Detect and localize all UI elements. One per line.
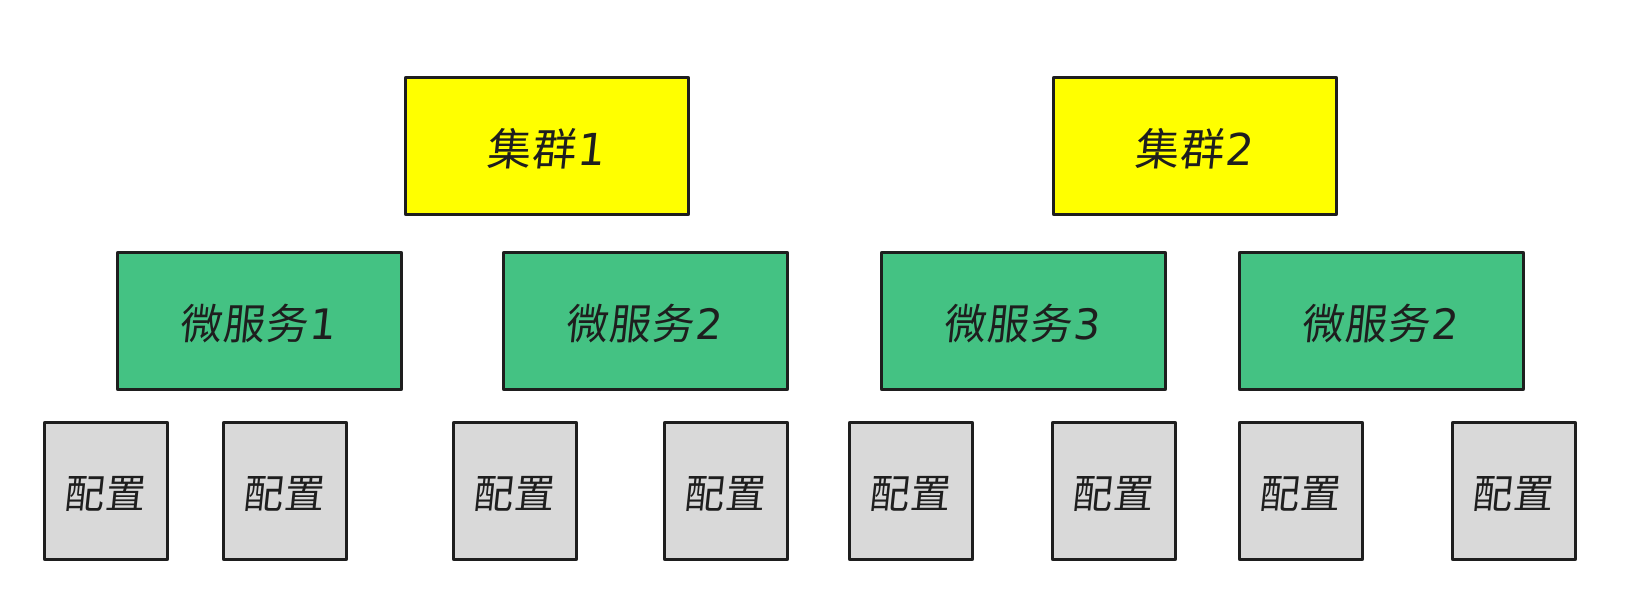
config-node: 配置: [1451, 421, 1577, 561]
service-label: 微服务2: [564, 299, 727, 349]
service-label: 微服务2: [1300, 299, 1463, 349]
service-node: 微服务2: [502, 251, 789, 391]
cluster-label: 集群2: [1132, 125, 1257, 176]
config-label: 配置: [62, 472, 149, 518]
config-node: 配置: [1051, 421, 1177, 561]
config-label: 配置: [471, 472, 558, 518]
config-label: 配置: [682, 472, 769, 518]
cluster-label: 集群1: [484, 125, 609, 176]
cluster-node: 集群1: [404, 76, 690, 216]
config-node: 配置: [1238, 421, 1364, 561]
cluster-node: 集群2: [1052, 76, 1338, 216]
service-node: 微服务2: [1238, 251, 1525, 391]
config-node: 配置: [663, 421, 789, 561]
config-label: 配置: [1257, 472, 1344, 518]
config-label: 配置: [1070, 472, 1157, 518]
config-node: 配置: [43, 421, 169, 561]
service-node: 微服务3: [880, 251, 1167, 391]
config-node: 配置: [222, 421, 348, 561]
config-label: 配置: [867, 472, 954, 518]
service-label: 微服务3: [942, 299, 1105, 349]
config-label: 配置: [1470, 472, 1557, 518]
service-node: 微服务1: [116, 251, 403, 391]
config-label: 配置: [241, 472, 328, 518]
config-node: 配置: [848, 421, 974, 561]
config-node: 配置: [452, 421, 578, 561]
service-label: 微服务1: [178, 299, 341, 349]
